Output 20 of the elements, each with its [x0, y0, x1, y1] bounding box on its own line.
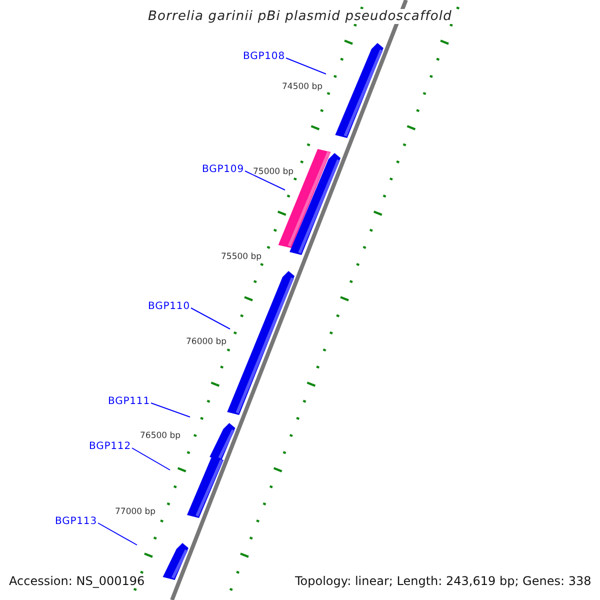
position-label: 76000 bp — [186, 337, 227, 347]
leader-line — [286, 58, 326, 74]
gene-label: BGP108 — [243, 51, 285, 63]
position-label: 74500 bp — [282, 82, 323, 92]
gene-label: BGP110 — [148, 301, 190, 313]
position-label: 75500 bp — [221, 252, 262, 262]
gene-label: BGP109 — [202, 164, 244, 176]
leader-line — [244, 170, 286, 190]
gene-label: BGP111 — [108, 396, 150, 408]
leader-line — [150, 402, 190, 418]
position-label: 77000 bp — [115, 507, 156, 517]
summary-text: Topology: linear; Length: 243,619 bp; Genes: 338 — [295, 574, 592, 588]
position-label: 76500 bp — [140, 431, 181, 441]
gene-label: BGP113 — [55, 516, 97, 528]
leader-line — [98, 522, 138, 546]
gene-label: BGP112 — [89, 441, 131, 453]
leader-line — [190, 308, 230, 330]
position-label: 75000 bp — [253, 167, 294, 177]
accession-text: Accession: NS_000196 — [9, 574, 145, 588]
leader-line — [132, 448, 170, 470]
